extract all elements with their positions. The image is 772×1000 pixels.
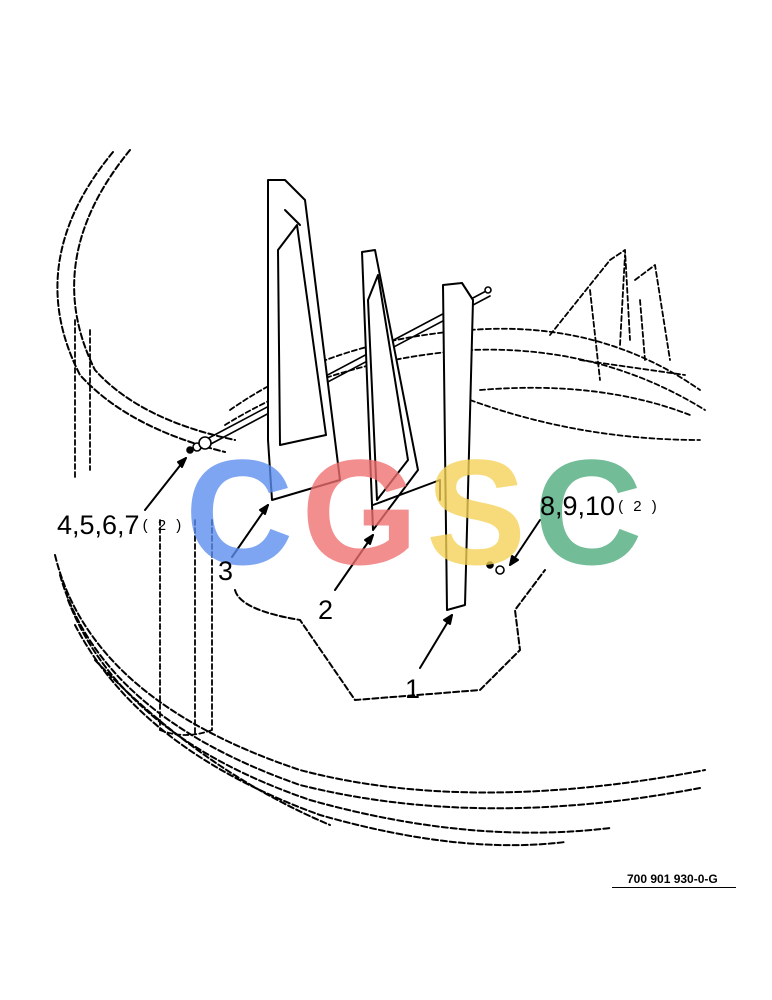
watermark-logo: CGSC	[185, 437, 650, 587]
hardware-left	[186, 436, 212, 454]
callout-group-right: 8,9,10( 2 )	[540, 493, 660, 520]
watermark-letter: C	[185, 428, 296, 596]
drawing-part-code: 700 901 930-0-G	[627, 872, 718, 886]
callout-group-right-label: 8,9,10	[540, 491, 616, 521]
callout-group-left: 4,5,6,7( 2 )	[57, 512, 184, 539]
part-code-underline	[612, 887, 736, 888]
callout-part-3: 3	[218, 556, 234, 586]
watermark-letter: S	[426, 428, 529, 596]
watermark-letter: G	[301, 428, 421, 596]
plate-part-2	[361, 249, 441, 531]
floor-outline	[234, 569, 546, 701]
leader-arrows	[144, 457, 541, 669]
callout-part-2: 2	[318, 595, 334, 625]
watermark-letter: C	[534, 428, 645, 596]
bottom-rails	[54, 554, 706, 847]
hardware-right	[486, 561, 505, 575]
callout-part-1: 1	[405, 674, 421, 704]
outer-rail	[56, 149, 236, 453]
callout-group-left-label: 4,5,6,7	[57, 510, 140, 540]
left-post	[74, 319, 213, 736]
rear-bracket	[549, 249, 686, 381]
plate-part-1	[442, 282, 474, 611]
plate-part-3	[267, 179, 341, 501]
callout-group-left-qty: ( 2 )	[142, 517, 185, 534]
callout-group-right-qty: ( 2 )	[618, 498, 660, 515]
